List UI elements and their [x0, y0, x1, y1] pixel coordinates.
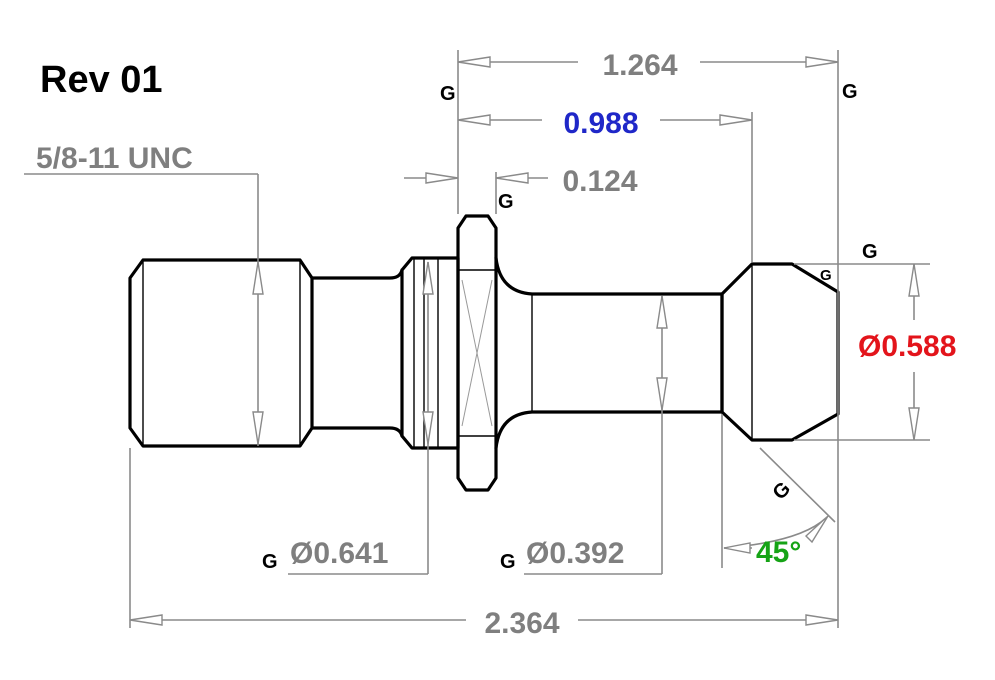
gdt-symbol-4: G	[862, 241, 878, 263]
pull-stud-part	[128, 214, 840, 492]
dim-collar-diameter: Ø0.641	[290, 537, 388, 570]
thread-callout: 5/8-11 UNC	[36, 142, 193, 175]
dimension-lines	[24, 50, 930, 628]
revision-label: Rev 01	[40, 59, 163, 101]
dim-flange-thickness: 0.124	[562, 165, 637, 198]
hex-flat-diag-b	[461, 279, 493, 427]
dim-chamfer-angle: 45°	[756, 536, 801, 569]
gdt-symbol-3: G	[498, 191, 514, 213]
head	[720, 262, 840, 442]
hex-flange	[456, 214, 498, 492]
shank	[494, 256, 724, 450]
dim-flange-to-head: 0.988	[563, 107, 638, 140]
gdt-symbol-5: G	[820, 267, 832, 284]
dim-head-diameter: Ø0.588	[858, 330, 956, 363]
neck	[310, 268, 404, 438]
dim-overall-length: 2.364	[484, 607, 559, 640]
dim-shank-diameter: Ø0.392	[526, 537, 624, 570]
gdt-symbol-8: G	[769, 478, 796, 505]
gdt-symbol-1: G	[440, 83, 456, 105]
dim-flange-to-end: 1.264	[602, 49, 677, 82]
thread-body	[128, 258, 314, 448]
gdt-symbol-6: G	[262, 551, 278, 573]
gdt-symbol-7: G	[500, 551, 516, 573]
gdt-symbol-2: G	[842, 81, 858, 103]
